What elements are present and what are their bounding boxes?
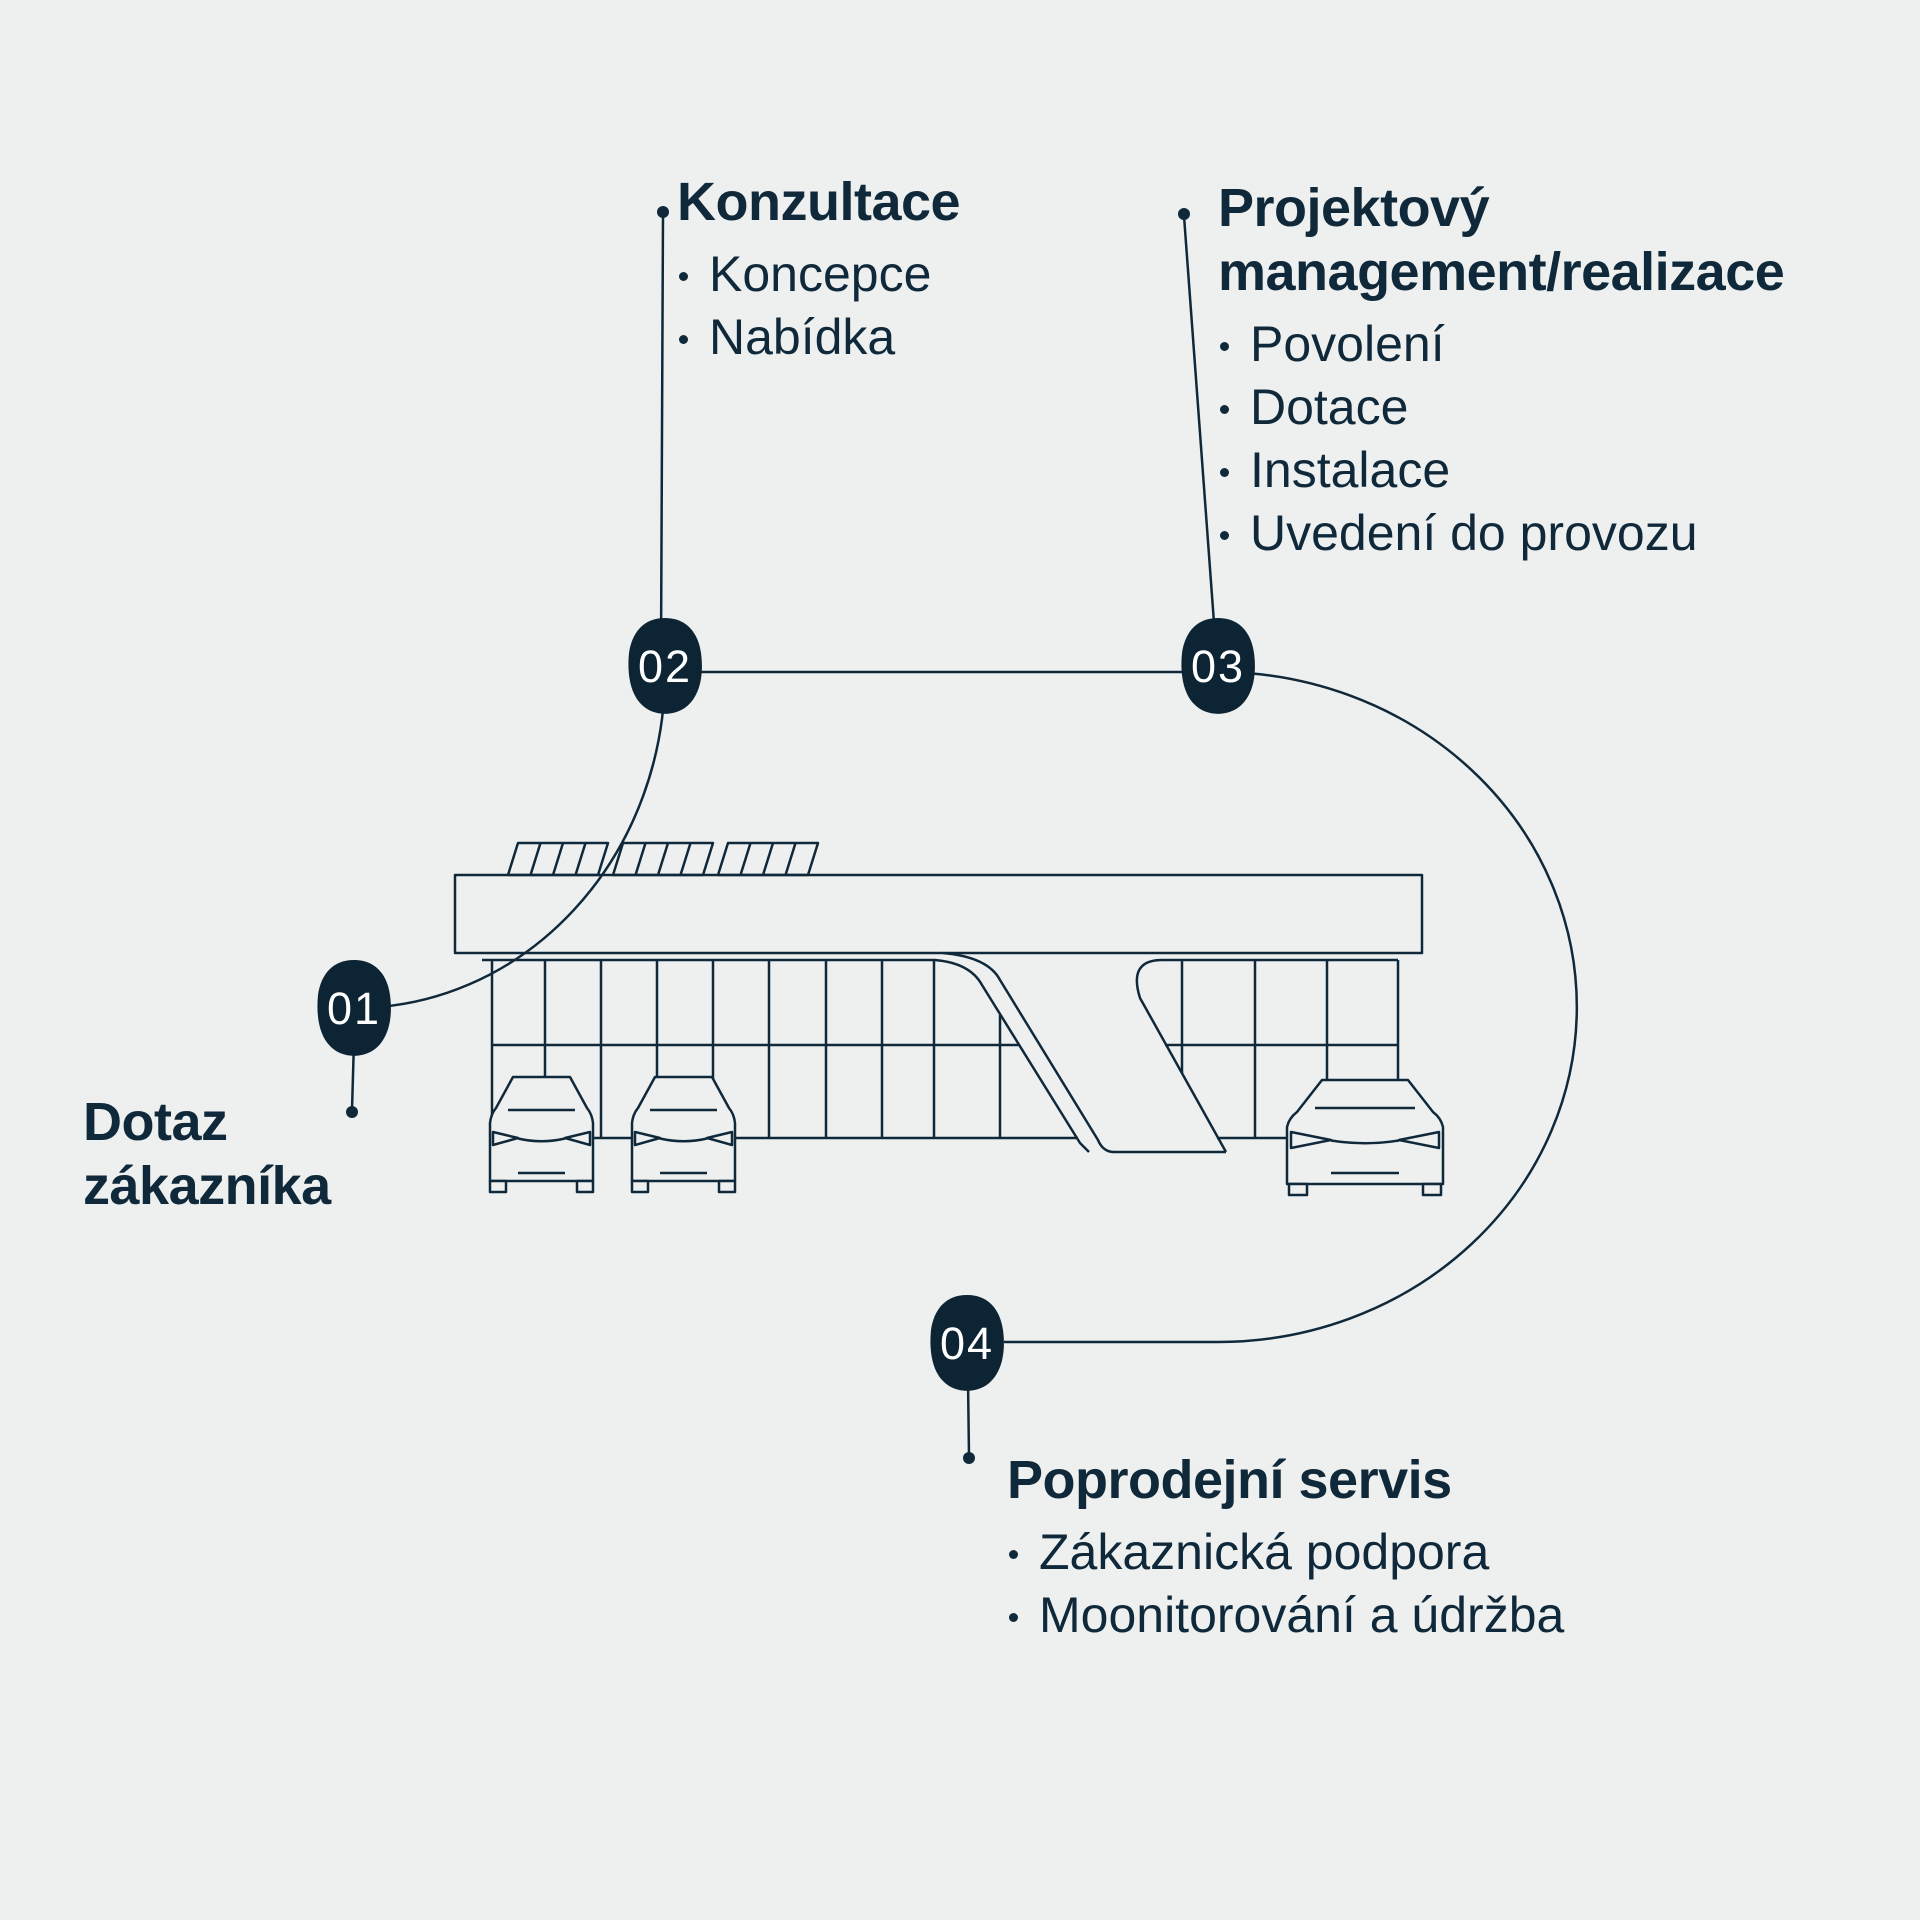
- car-icon-2: [632, 1077, 735, 1192]
- step-node-04: 04: [930, 1295, 1004, 1391]
- bullet-dot: [1220, 467, 1229, 477]
- bullet-item: Uvedení do provozu: [1220, 502, 1784, 565]
- step-block-03: Projektový management/realizace Povolení…: [1218, 176, 1785, 565]
- bullet-item: Koncepce: [679, 243, 960, 306]
- bullet-text: Povolení: [1250, 316, 1445, 372]
- bullet-dot: [1220, 404, 1229, 414]
- bullet-item: Povolení: [1220, 313, 1784, 376]
- bullet-text: Uvedení do provozu: [1250, 505, 1698, 561]
- node-blob: [317, 960, 391, 1056]
- bullet-item: Dotace: [1220, 376, 1784, 439]
- node-blob: [628, 618, 702, 714]
- connector-dot-01: [346, 1106, 358, 1118]
- step-block-01: Dotaz zákazníka: [83, 1090, 331, 1218]
- loop-curve: [355, 672, 1577, 1342]
- connector-dot-03: [1178, 208, 1190, 220]
- bullet-dot: [1220, 341, 1229, 351]
- step-block-04: Poprodejní servis Zákaznická podpora Moo…: [1007, 1448, 1564, 1647]
- step-03-title: Projektový management/realizace: [1218, 178, 1785, 302]
- step-node-02: 02: [628, 618, 702, 714]
- step-01-title: Dotaz zákazníka: [83, 1092, 331, 1216]
- step-02-title: Konzultace: [677, 172, 961, 232]
- node-number-04: 04: [940, 1318, 994, 1369]
- bullet-dot: [1009, 1612, 1018, 1622]
- node-number-01: 01: [327, 983, 381, 1034]
- bullet-dot: [679, 271, 688, 281]
- building-illustration: [455, 843, 1443, 1195]
- bullet-text: Zákaznická podpora: [1039, 1524, 1490, 1580]
- step-block-02: Konzultace Koncepce Nabídka: [677, 170, 961, 369]
- step-node-01: 01: [317, 960, 391, 1056]
- car-icon-1: [490, 1077, 593, 1192]
- bullet-item: Nabídka: [679, 306, 960, 369]
- step-04-title: Poprodejní servis: [1007, 1450, 1452, 1510]
- bullet-text: Koncepce: [709, 246, 932, 302]
- node-blob: [1181, 618, 1255, 714]
- solar-panels-icon: [508, 843, 818, 875]
- bullet-text: Nabídka: [709, 309, 896, 365]
- bullet-dot: [1220, 530, 1229, 540]
- node-number-02: 02: [638, 641, 692, 692]
- node-number-03: 03: [1191, 641, 1245, 692]
- bullet-text: Dotace: [1250, 379, 1409, 435]
- node-blob: [930, 1295, 1004, 1391]
- left-facade: [482, 953, 1226, 1152]
- connector-dot-02: [657, 206, 669, 218]
- bullet-item: Instalace: [1220, 439, 1784, 502]
- step-04-bullets: Zákaznická podpora Moonitorování a údržb…: [1009, 1521, 1564, 1647]
- connector-03: [1184, 216, 1216, 650]
- connector-04: [968, 1380, 969, 1456]
- step-02-bullets: Koncepce Nabídka: [679, 243, 960, 369]
- flow-loop-path: [355, 672, 1577, 1342]
- step-node-03: 03: [1181, 618, 1255, 714]
- bullet-item: Zákaznická podpora: [1009, 1521, 1564, 1584]
- roof-band: [455, 875, 1422, 953]
- bullet-text: Moonitorování a údržba: [1039, 1587, 1565, 1643]
- bullet-item: Moonitorování a údržba: [1009, 1584, 1564, 1647]
- connector-02: [661, 214, 663, 650]
- step-connectors: [346, 206, 1216, 1464]
- step-03-bullets: Povolení Dotace Instalace Uvedení do pro…: [1220, 313, 1784, 565]
- bullet-dot: [679, 334, 688, 344]
- car-icon-3: [1287, 1080, 1443, 1195]
- bullet-dot: [1009, 1549, 1018, 1559]
- bullet-text: Instalace: [1250, 442, 1451, 498]
- connector-dot-04: [963, 1452, 975, 1464]
